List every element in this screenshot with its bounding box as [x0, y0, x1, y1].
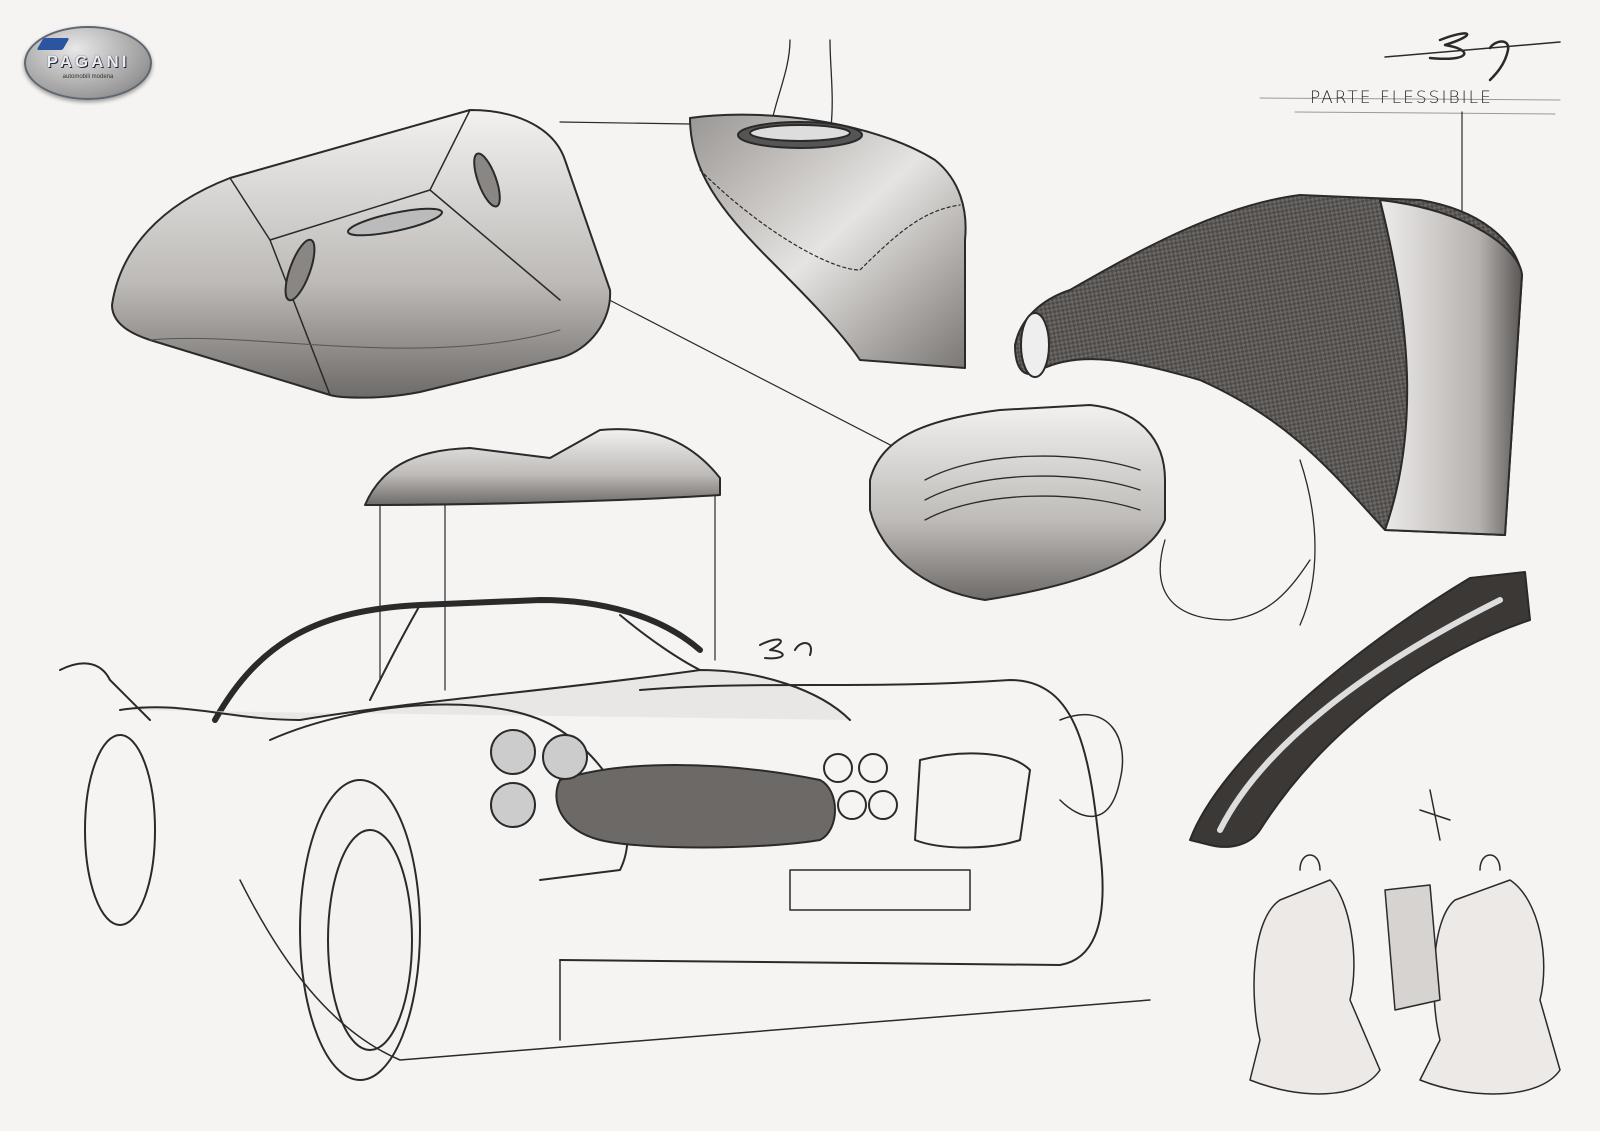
carbon-flexible-part-sketch — [1014, 194, 1523, 536]
car-rear-view-sketch — [59, 597, 1151, 1081]
rear-spoiler-sketch — [111, 109, 612, 399]
pagani-logo: PAGANI automobili modena — [24, 26, 152, 100]
spoiler-side-view-sketch — [364, 428, 721, 506]
signature-car — [759, 638, 812, 660]
logo-brand: PAGANI — [46, 52, 130, 71]
rubber-seal-sketch — [1189, 571, 1531, 848]
signature-top — [1384, 32, 1561, 82]
annotation-parte-flessibile: PARTE FLESSIBILE — [1310, 88, 1493, 108]
logo-subtitle: automobili modena — [62, 74, 114, 80]
spoiler-handle-sketch — [689, 39, 967, 369]
seats-sketch — [1249, 854, 1561, 1095]
spoiler-cutaway-sketch — [869, 404, 1316, 626]
